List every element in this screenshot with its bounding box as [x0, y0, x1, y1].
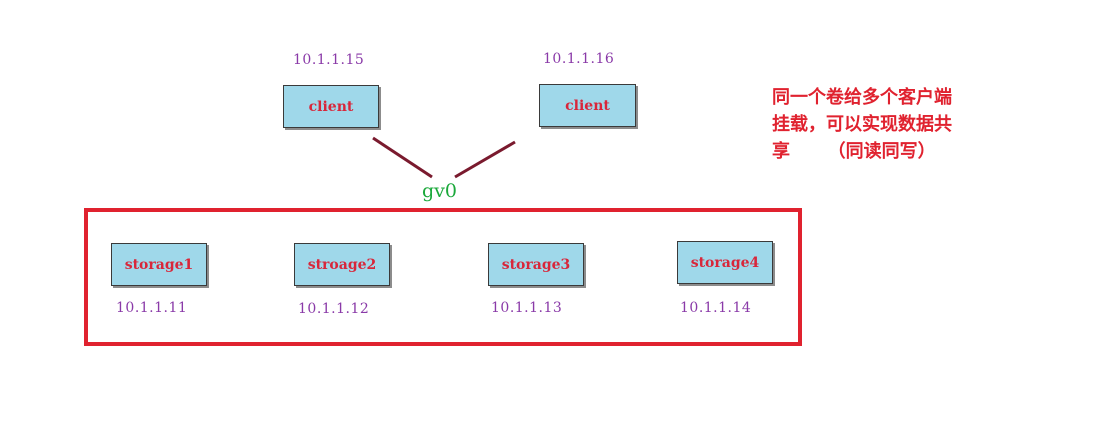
- volume-label: gv0: [422, 180, 457, 202]
- storage-4-ip: 10.1.1.14: [680, 300, 752, 316]
- note-line: 享 （同读同写）: [772, 141, 936, 162]
- storage-3-ip: 10.1.1.13: [491, 300, 563, 316]
- client-node-1[interactable]: client: [283, 85, 379, 128]
- client-2-ip: 10.1.1.16: [543, 51, 615, 67]
- storage-1-ip: 10.1.1.11: [116, 300, 188, 316]
- storage-node-4[interactable]: storage4: [677, 241, 773, 284]
- note-line: 挂载，可以实现数据共: [772, 114, 952, 135]
- storage-node-1[interactable]: storage1: [111, 243, 207, 286]
- storage-group-box: [84, 208, 802, 346]
- note-line: 同一个卷给多个客户端: [772, 87, 952, 108]
- storage-node-3[interactable]: storage3: [488, 243, 584, 286]
- client-1-ip: 10.1.1.15: [293, 52, 365, 68]
- storage-2-ip: 10.1.1.12: [298, 301, 370, 317]
- client-node-2[interactable]: client: [539, 84, 636, 127]
- storage-node-2[interactable]: stroage2: [294, 243, 390, 286]
- note-text: 同一个卷给多个客户端 挂载，可以实现数据共 享 （同读同写）: [772, 84, 1012, 165]
- link-client2-gv0: [454, 140, 516, 179]
- link-client1-gv0: [372, 136, 433, 179]
